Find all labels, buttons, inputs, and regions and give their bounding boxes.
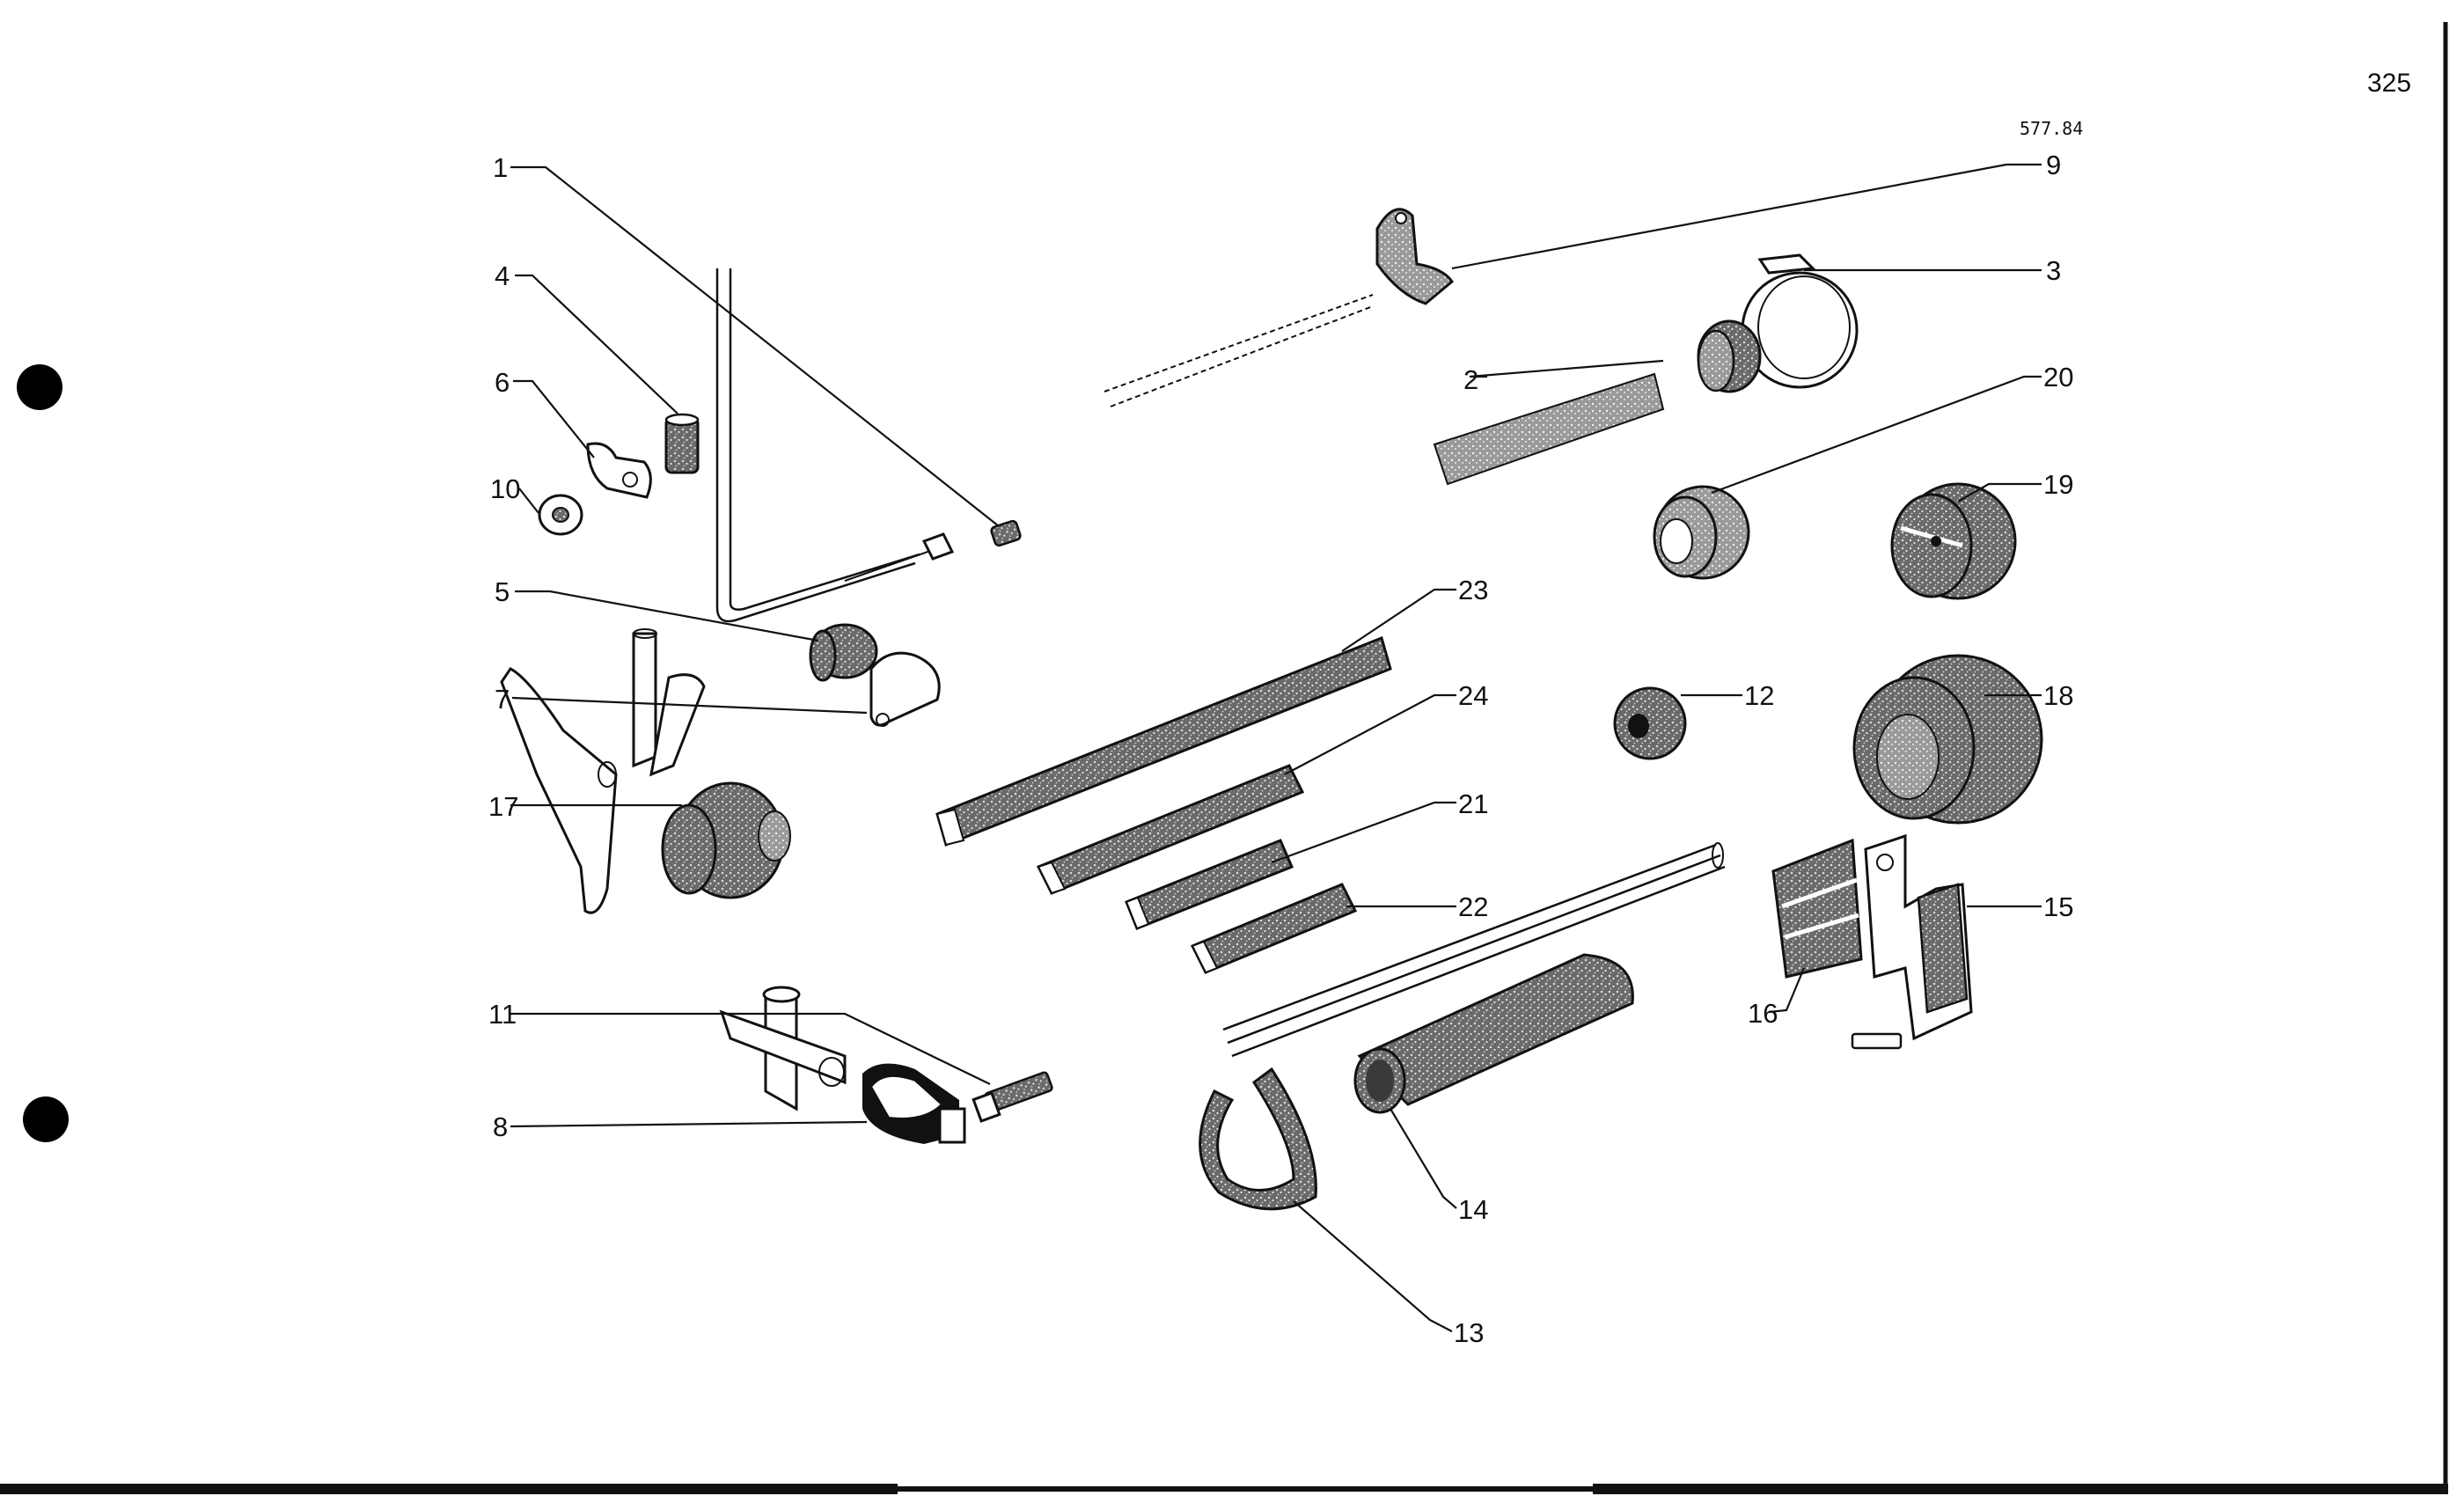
part-20-grommet [1653, 485, 1750, 580]
callout-10: 10 [490, 473, 520, 504]
part-1-nipple [844, 519, 1022, 582]
callout-12: 12 [1744, 680, 1774, 711]
callout-16: 16 [1748, 998, 1778, 1029]
part-8-clamp [862, 1063, 966, 1144]
part-23-trim-strip [935, 635, 1392, 847]
part-16-block-grommet [1771, 838, 1863, 979]
callout-5: 5 [495, 576, 510, 607]
callout-17: 17 [488, 791, 518, 822]
part-24-trim-strip [1036, 764, 1305, 895]
callout-6: 6 [495, 367, 510, 398]
page-number: 325 [2367, 69, 2411, 98]
part-18-large-grommet [1852, 654, 2043, 825]
callout-7: 7 [495, 684, 510, 715]
part-12-small-grommet [1613, 686, 1687, 760]
callout-18: 18 [2043, 680, 2073, 711]
callout-4: 4 [495, 260, 510, 291]
part-19-split-grommet [1890, 482, 2017, 600]
part-5-grommet [809, 623, 878, 682]
callout-3: 3 [2046, 255, 2061, 286]
punch-hole-bottom [23, 1096, 69, 1142]
part-10-washer [538, 494, 583, 536]
callout-21: 21 [1458, 788, 1488, 819]
long-rods [1222, 842, 1726, 1058]
callout-13: 13 [1454, 1317, 1484, 1348]
part-11-bolt [972, 1071, 1053, 1123]
part-6-clip [586, 442, 652, 499]
part-21-trim-strip [1125, 839, 1294, 930]
part-17-grommet [661, 781, 791, 899]
drawing-reference: 577.84 [2020, 118, 2083, 139]
callout-1: 1 [493, 152, 508, 183]
part-15-bracket [1851, 833, 1973, 1050]
y-pipe [500, 628, 706, 914]
callout-19: 19 [2043, 469, 2073, 500]
callout-labels: 1 2 3 4 5 6 7 8 9 10 11 12 13 14 15 16 1… [488, 150, 2073, 1348]
part-7-p-clip [869, 651, 941, 727]
punch-hole-top [17, 364, 62, 410]
part-4-sleeve [664, 413, 700, 474]
callout-22: 22 [1458, 891, 1488, 922]
callout-leaders [510, 163, 2042, 1332]
callout-8: 8 [493, 1111, 508, 1142]
callout-23: 23 [1458, 575, 1488, 605]
callout-15: 15 [2043, 891, 2073, 922]
cross-fitting [719, 986, 847, 1111]
part-22-trim-strip [1190, 883, 1358, 974]
part-14-hose [1353, 953, 1634, 1114]
part-3-band-clamp [1741, 253, 1859, 389]
callout-14: 14 [1458, 1194, 1488, 1225]
callout-11: 11 [488, 999, 517, 1030]
callout-20: 20 [2043, 362, 2073, 392]
tube-line [715, 268, 920, 623]
callout-9: 9 [2046, 150, 2061, 180]
part-9-clip-rod [1104, 208, 1454, 407]
part-13-split-sleeve [1199, 1067, 1317, 1211]
callout-24: 24 [1458, 680, 1488, 711]
page-frame [0, 22, 2448, 1494]
callout-2: 2 [1463, 364, 1478, 395]
part-2-sleeve-hose [1433, 319, 1762, 486]
